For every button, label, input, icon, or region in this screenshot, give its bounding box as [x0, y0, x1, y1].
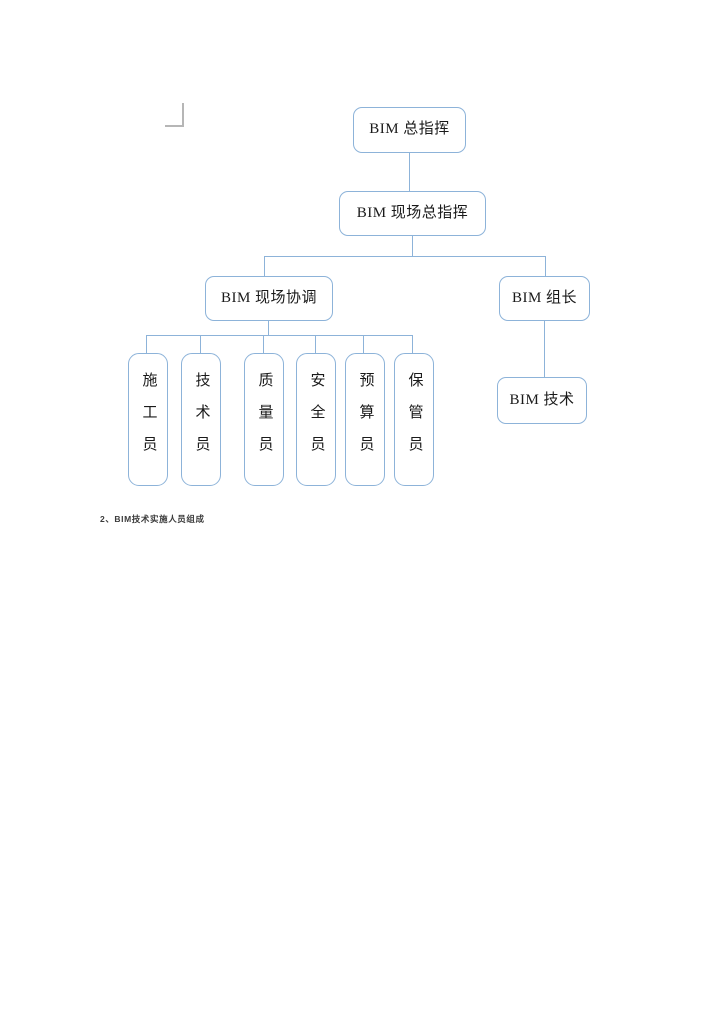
connector-bus-to-storekeeper-staff: [412, 335, 413, 353]
node-label: 保管员: [406, 371, 423, 468]
node-storekeeper-staff[interactable]: 保管员: [394, 353, 434, 486]
node-label: BIM 组长: [511, 289, 578, 306]
node-bim-site-coordination[interactable]: BIM 现场协调: [205, 276, 333, 321]
node-label: 技术员: [193, 371, 210, 468]
figure-caption: 2、BIM技术实施人员组成: [100, 514, 205, 524]
connector-bus-to-construction-staff: [146, 335, 147, 353]
node-technical-staff[interactable]: 技术员: [181, 353, 221, 486]
node-quality-staff[interactable]: 质量员: [244, 353, 284, 486]
connector-bus-to-team-leader: [545, 256, 546, 276]
connector-level2-bus: [264, 256, 546, 257]
node-construction-staff[interactable]: 施工员: [128, 353, 168, 486]
node-label: BIM 现场总指挥: [356, 204, 469, 221]
connector-site-chief-stub: [412, 235, 413, 256]
node-label: 质量员: [256, 371, 273, 468]
node-label: 预算员: [357, 371, 374, 468]
connector-bus-to-budget-staff: [363, 335, 364, 353]
node-bim-technology[interactable]: BIM 技术: [497, 377, 587, 424]
node-label: 安全员: [308, 371, 325, 468]
connector-bus-to-safety-staff: [315, 335, 316, 353]
connector-level3-bus: [146, 335, 413, 336]
connector-site-coordination-stub: [268, 320, 269, 335]
connector-team-leader-to-bim-technology: [544, 320, 545, 377]
node-safety-staff[interactable]: 安全员: [296, 353, 336, 486]
node-budget-staff[interactable]: 预算员: [345, 353, 385, 486]
node-label: BIM 总指挥: [369, 121, 450, 138]
corner-crop-mark: [165, 103, 184, 127]
node-bim-site-chief-commander[interactable]: BIM 现场总指挥: [339, 191, 486, 236]
node-label: BIM 技术: [509, 391, 575, 408]
connector-bus-to-technical-staff: [200, 335, 201, 353]
connector-chief-to-site-chief: [409, 152, 410, 191]
node-bim-team-leader[interactable]: BIM 组长: [499, 276, 590, 321]
connector-bus-to-site-coordination: [264, 256, 265, 276]
node-label: BIM 现场协调: [220, 289, 318, 306]
node-label: 施工员: [140, 371, 157, 468]
node-bim-chief-commander[interactable]: BIM 总指挥: [353, 107, 466, 153]
connector-bus-to-quality-staff: [263, 335, 264, 353]
